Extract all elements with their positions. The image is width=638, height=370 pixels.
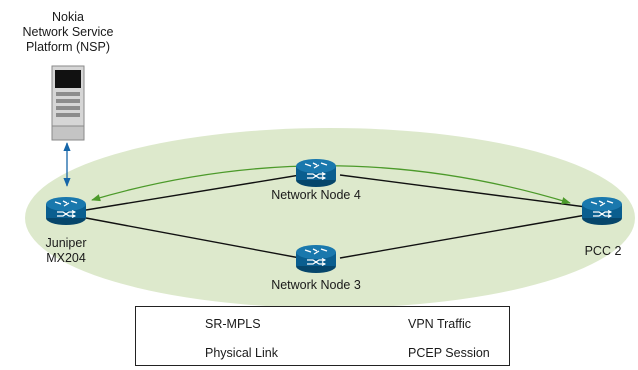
pcc2-label: PCC 2 [584, 244, 622, 258]
node4-label: Network Node 4 [271, 188, 361, 202]
link-juniper-node4 [85, 174, 301, 211]
node3-label: Network Node 3 [271, 278, 361, 292]
link-node3-pcc2 [339, 214, 587, 259]
nsp-label-line2: Network Service [22, 25, 114, 39]
legend-box [135, 306, 510, 366]
legend-sr-mpls-label: SR-MPLS [205, 317, 261, 331]
legend-physical-link-label: Physical Link [205, 346, 278, 360]
nsp-label-line1: Nokia [52, 10, 84, 24]
link-juniper-node3 [85, 217, 301, 259]
router-node3-icon [295, 244, 337, 274]
sr-mpls-domain [25, 128, 635, 308]
router-pcc2-icon [581, 196, 623, 226]
physical-links [85, 174, 587, 259]
nsp-server-icon [51, 65, 85, 141]
juniper-label: Juniper MX204 [16, 236, 116, 266]
legend-vpn-traffic-label: VPN Traffic [408, 317, 471, 331]
nsp-label-line3: Platform (NSP) [25, 40, 111, 54]
router-node4-icon [295, 158, 337, 188]
nsp-label: Nokia Network Service Platform (NSP) [8, 10, 128, 55]
legend-pcep-session-label: PCEP Session [408, 346, 490, 360]
juniper-label-line2: MX204 [46, 251, 86, 265]
juniper-label-line1: Juniper [45, 236, 87, 250]
router-juniper-icon [45, 196, 87, 226]
